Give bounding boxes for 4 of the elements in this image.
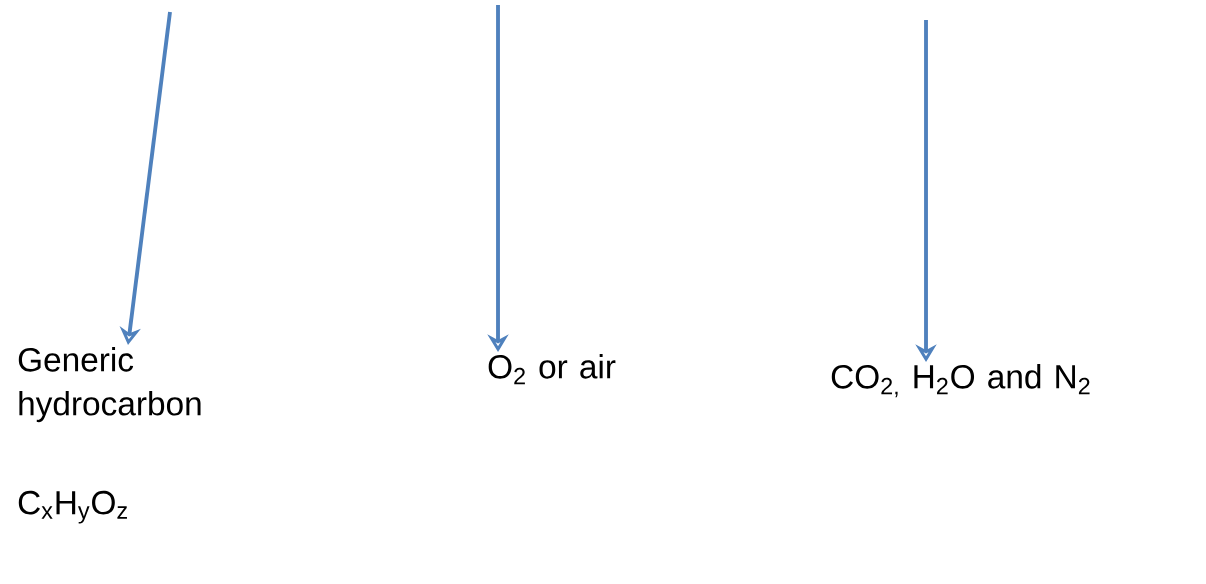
- label-text: C$_{x}$H$_{y}$O$_{z}$: [18, 490, 127, 524]
- label-text: Generic hydrocarbon: [18, 347, 201, 423]
- label-text: CO$_{2,}$ H$_{2}$O and N$_{2}$: [831, 364, 1090, 398]
- label-text: O$_{2}$ or air: [488, 354, 616, 385]
